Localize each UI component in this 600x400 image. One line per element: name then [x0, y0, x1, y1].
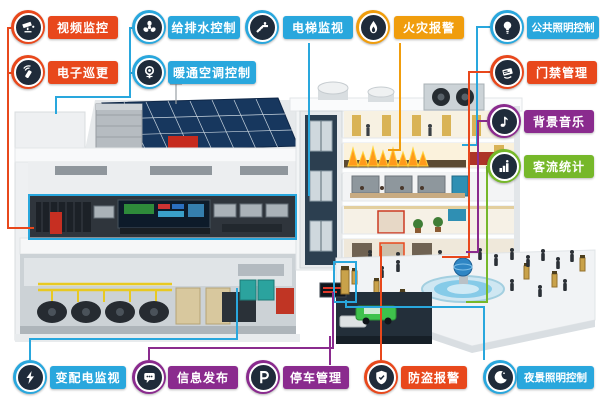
- cooling-tower: [95, 103, 143, 149]
- system-label-video: 视频监控: [48, 16, 118, 39]
- flame-icon: [356, 10, 390, 44]
- connector-music: [466, 120, 487, 253]
- left-building: [14, 78, 300, 342]
- machinery-room: [20, 254, 296, 334]
- speech-bubble-icon: [132, 360, 166, 394]
- plaza: [319, 248, 596, 353]
- system-label-hvac: 暖通空调控制: [168, 61, 256, 84]
- patrol-device-icon: [11, 55, 45, 89]
- top-floor: [344, 111, 514, 138]
- connector-info: [148, 292, 334, 360]
- system-label-elevator: 电梯监视: [283, 16, 353, 39]
- connector-power: [29, 288, 238, 360]
- system-label-patrol: 电子巡更: [48, 61, 118, 84]
- system-label-burglar: 防盗报警: [401, 366, 467, 389]
- elevator-shaft: [299, 110, 343, 269]
- control-room-highlight-box: [28, 194, 297, 240]
- system-label-night: 夜景照明控制: [517, 366, 594, 389]
- cctv-camera-icon: [11, 10, 45, 44]
- system-label-flow: 客流统计: [524, 155, 594, 178]
- fire-simulation-floor: [344, 143, 514, 168]
- connector-night: [345, 300, 485, 360]
- bar-chart-icon: [487, 149, 521, 183]
- system-label-power: 变配电监视: [50, 366, 126, 389]
- system-label-publight: 公共照明控制: [527, 16, 599, 39]
- red-pump: [276, 288, 294, 314]
- system-label-music: 背景音乐: [524, 110, 594, 133]
- system-label-fire: 火灾报警: [394, 16, 464, 39]
- music-note-icon: [487, 104, 521, 138]
- moon-icon: [483, 360, 517, 394]
- escalator-icon: [245, 10, 279, 44]
- right-tower: [289, 81, 523, 271]
- lightbulb-icon: [490, 10, 524, 44]
- system-label-info: 信息发布: [168, 366, 238, 389]
- connector-access: [442, 71, 490, 258]
- control-room: [30, 196, 295, 238]
- system-label-parking: 停车管理: [283, 366, 349, 389]
- system-label-water: 给排水控制: [168, 16, 240, 39]
- pedestrians: [380, 248, 574, 297]
- shield-icon: [364, 360, 398, 394]
- roof-sign: [168, 136, 198, 148]
- parking-icon: [246, 360, 280, 394]
- connector-flow: [466, 166, 488, 303]
- lobby-floor: [344, 206, 514, 234]
- gauge-icon: [132, 55, 166, 89]
- lightning-icon: [13, 360, 47, 394]
- connector-publight: [462, 26, 490, 146]
- system-label-access: 门禁管理: [527, 61, 597, 84]
- office-floor: [344, 173, 514, 201]
- connector-fire: [388, 43, 401, 151]
- fan-icon: [132, 10, 166, 44]
- access-card-icon: [490, 55, 524, 89]
- parking-garage: [319, 282, 432, 344]
